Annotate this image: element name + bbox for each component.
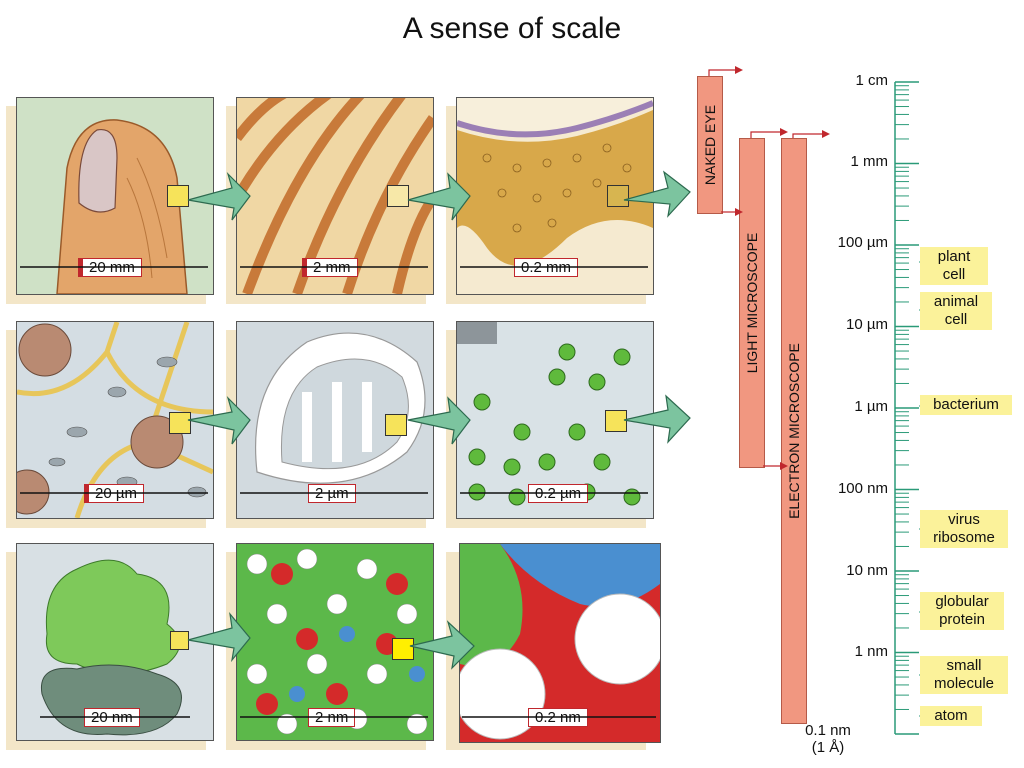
- zoom-arrow: [187, 395, 251, 445]
- ribosomes-illustration: [457, 322, 641, 506]
- zoom-box: [387, 185, 409, 207]
- ruler-bottom-label: 0.1 nm (1 Å): [792, 722, 864, 756]
- plant-cell-label: plant cell: [920, 247, 988, 285]
- zoom-box: [169, 412, 191, 434]
- zoom-arrow: [407, 172, 471, 221]
- zoom-arrow: [187, 171, 251, 221]
- globular-protein-label: globular protein: [920, 592, 1004, 630]
- ruler-tick-label: 1 nm: [854, 643, 888, 660]
- ruler-tick-label: 1 cm: [855, 72, 888, 89]
- atoms-illustration: [460, 544, 660, 740]
- zoom-arrow: [407, 396, 471, 445]
- ruler-tick-label: 10 µm: [846, 316, 888, 333]
- atom-label: atom: [920, 706, 982, 726]
- ruler-tick-label: 100 nm: [837, 480, 888, 497]
- ruler-tick-label: 10 nm: [846, 562, 888, 579]
- bacterium-label: bacterium: [920, 395, 1012, 415]
- cells-illustration: [17, 322, 213, 518]
- animal-cell-label: animal cell: [920, 292, 992, 330]
- small-molecule-label: small molecule: [920, 656, 1008, 694]
- naked-eye-bar: NAKED EYE: [697, 76, 723, 214]
- zoom-arrow: [187, 611, 251, 663]
- ruler-bottom-angstrom: (1 Å): [811, 739, 845, 756]
- ruler-tick-label: 100 µm: [837, 234, 888, 251]
- ruler-tick-label: 1 µm: [854, 398, 888, 415]
- panel-fingertip: [16, 97, 214, 295]
- light-microscope-bar: LIGHT MICROSCOPE: [739, 138, 765, 468]
- fingertip-illustration: [56, 119, 188, 294]
- ruler-bottom-value: 0.1 nm: [805, 722, 851, 739]
- zoom-box: [385, 414, 407, 436]
- ruler-tick-label: 1 mm: [850, 153, 889, 170]
- page-title: A sense of scale: [402, 12, 622, 45]
- zoom-box: [167, 185, 189, 207]
- zoom-arrow: [623, 394, 691, 444]
- zoom-arrow: [409, 620, 475, 670]
- zoom-arrow: [623, 170, 691, 218]
- mitochondrion-illustration: [254, 332, 426, 484]
- electron-microscope-bar: ELECTRON MICROSCOPE: [781, 138, 807, 724]
- zoom-box: [392, 638, 414, 660]
- zoom-box: [607, 185, 629, 207]
- skin-tissue-illustration: [457, 98, 653, 266]
- virus-ribosome-label: virus ribosome: [920, 510, 1008, 548]
